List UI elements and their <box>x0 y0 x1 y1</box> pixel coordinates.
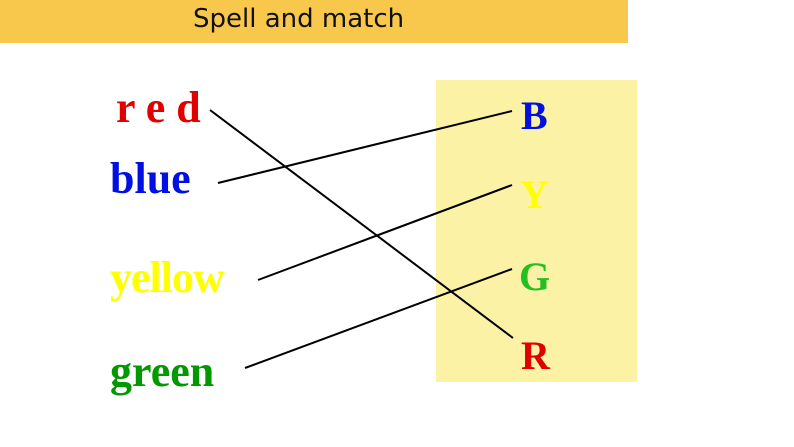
word-blue[interactable]: blue <box>110 154 191 203</box>
word-green[interactable]: green <box>110 347 215 396</box>
page-title: Spell and match <box>193 4 405 34</box>
letter-y[interactable]: Y <box>520 172 549 217</box>
title-bar: Spell and match <box>0 0 628 43</box>
word-red[interactable]: r e d <box>116 83 201 132</box>
letter-b[interactable]: B <box>521 93 548 138</box>
letter-g[interactable]: G <box>519 254 551 299</box>
word-yellow[interactable]: yellow <box>110 253 225 302</box>
letter-r[interactable]: R <box>521 333 550 378</box>
